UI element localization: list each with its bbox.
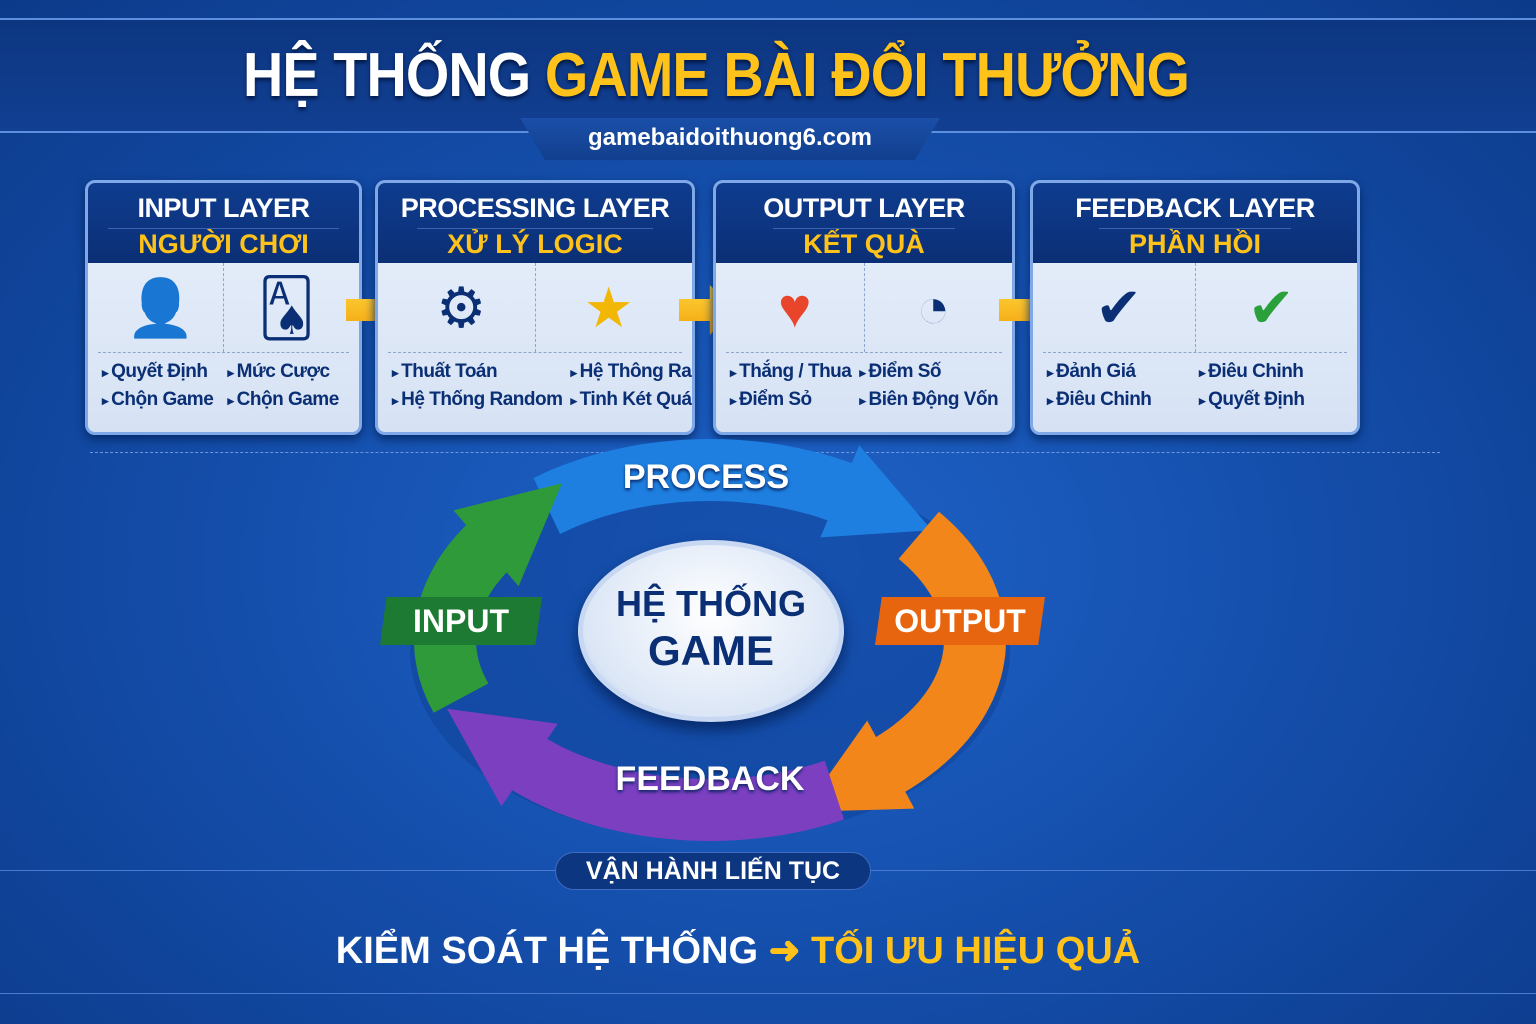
feedback-label: FEEDBACK: [615, 760, 805, 798]
layer-header: INPUT LAYER NGƯỜI CHƠI: [88, 183, 359, 263]
star-cards-icon: ★: [583, 275, 634, 339]
layer-subtitle: XỬ LÝ LOGIC: [417, 228, 653, 260]
output-tag: OUTPUT: [875, 597, 1045, 645]
bottom-slogan: KIỂM SOÁT HỆ THỐNG ➜ TỐI ƯU HIỆU QUẢ: [335, 930, 1141, 972]
layer-item: Điểm Sỏ: [730, 389, 851, 411]
process-label: PROCESS: [622, 458, 790, 496]
layer-item: Biên Động Vốn: [859, 389, 999, 411]
header-band: [0, 18, 1536, 133]
input-tag: INPUT: [380, 597, 542, 645]
layer-item: Hệ Thống Random: [392, 389, 563, 411]
layer-card: PROCESSING LAYER XỬ LÝ LOGIC ⚙ ★ Thuất Toá…: [375, 180, 695, 435]
green-check-circle-icon: ✔: [1247, 275, 1295, 339]
heart-cards-icon: ♥: [778, 276, 812, 339]
layer-item: Thuất Toán: [392, 361, 563, 383]
layer-title: FEEDBACK LAYER: [1075, 193, 1315, 223]
layer-card: INPUT LAYER NGƯỜI CHƠI 👤 🂡 Quyết Định Mức C…: [85, 180, 362, 435]
layer-subtitle: KẾT QUÀ: [773, 228, 955, 260]
layer-item: Thắng / Thua: [730, 361, 852, 383]
playing-cards-icon: 🂡: [257, 275, 316, 339]
check-circle-icon: ✔: [1095, 275, 1143, 339]
center-subtitle: GAME: [648, 627, 774, 674]
layer-header: PROCESSING LAYER XỬ LÝ LOGIC: [378, 183, 692, 263]
layer-item: Mức Cược: [228, 361, 346, 383]
continuous-operation-badge: VẬN HÀNH LIẾN TỤC: [555, 852, 871, 890]
layer-item: Hệ Thông Random: [571, 361, 692, 383]
layer-item: Quyết Định: [102, 361, 220, 383]
layer-item: Điêu Chinh: [1047, 389, 1191, 411]
page-title: HỆ THỐNG GAME BÀI ĐỔI THƯỞNG: [242, 41, 1190, 110]
layer-item: Quyết Định: [1199, 389, 1343, 411]
layer-subtitle: PHẦN HỒI: [1098, 228, 1291, 260]
arrow-right-icon: ➜: [768, 930, 801, 972]
layer-item: Điêu Chinh: [1199, 361, 1343, 383]
layer-title: PROCESSING LAYER: [400, 193, 670, 223]
layer-item: Đảnh Giá: [1047, 361, 1191, 383]
layer-title: INPUT LAYER: [137, 193, 310, 223]
layer-subtitle: NGƯỜI CHƠI: [108, 228, 339, 260]
output-arrow: [802, 511, 1007, 812]
layer-header: FEEDBACK LAYER PHẦN HỒI: [1033, 183, 1357, 263]
gears-icon: ⚙: [436, 275, 487, 339]
layer-item: Chộn Game: [102, 389, 220, 411]
gauge-question-icon: ◔: [916, 276, 951, 339]
process-arrow: [533, 438, 932, 538]
feedback-arrow: [447, 708, 845, 842]
layer-header: OUTPUT LAYER KẾT QUÀ: [716, 183, 1012, 263]
layer-item: Chộn Game: [228, 389, 346, 411]
layer-item: Điểm Số: [859, 361, 998, 383]
layer-title: OUTPUT LAYER: [763, 193, 965, 223]
divider: [0, 993, 1536, 994]
center-title: HỆ THỐNG: [615, 583, 806, 624]
site-url[interactable]: gamebaidoithuong6.com: [520, 118, 940, 160]
layer-item: Tinh Két Quá: [571, 389, 692, 411]
player-card-icon: 👤: [125, 275, 196, 339]
